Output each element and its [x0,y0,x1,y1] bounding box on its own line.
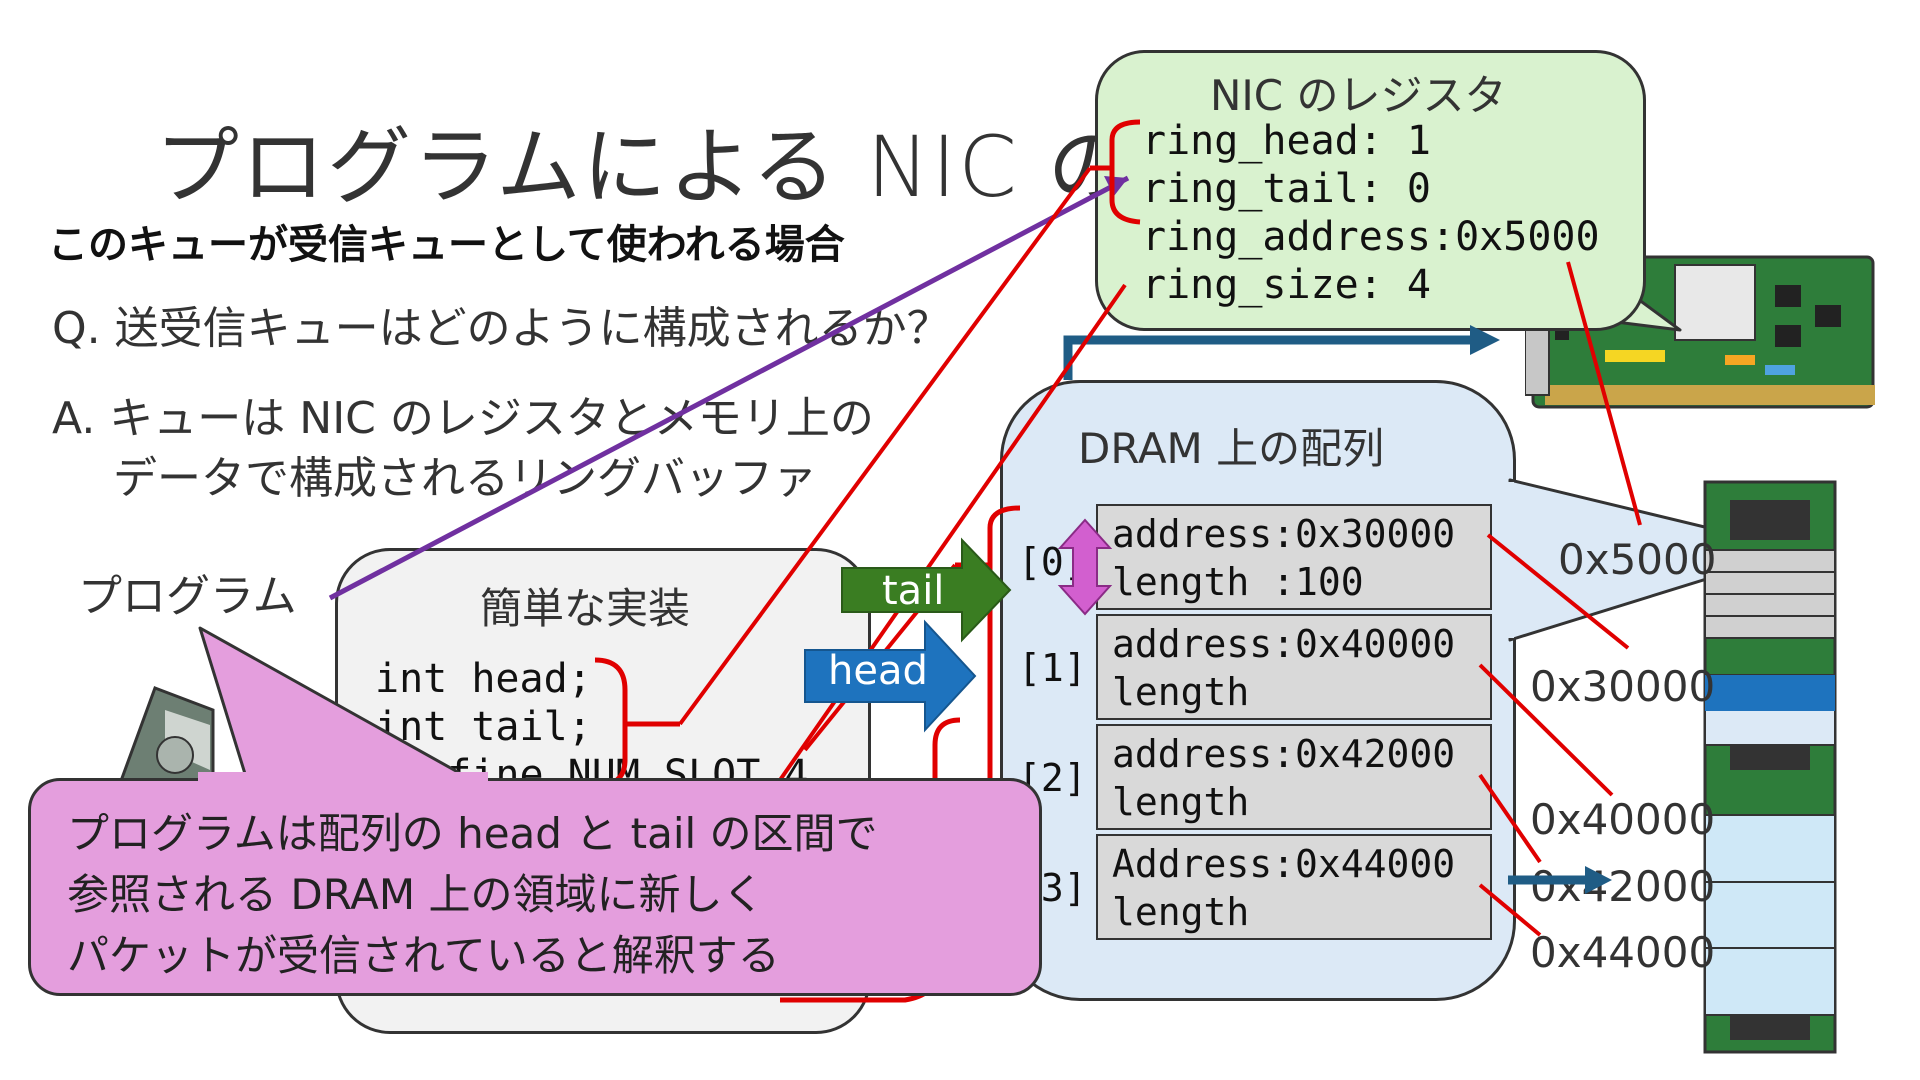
tail-arrow-label: tail [882,568,945,614]
dram-nic-connector [1063,335,1480,380]
mem-addr-42000: 0x42000 [1530,862,1716,911]
dram-slot-0: address:0x30000 length :100 [1096,504,1492,610]
register-ring-size: ring_size: 4 [1142,262,1431,308]
nic-box-title: NIC のレジスタ [1210,71,1507,120]
answer-line1: A. キューは NIC のレジスタとメモリ上の [52,393,874,444]
dram-slot-3: Address:0x44000 length [1096,834,1492,940]
mem-addr-44000: 0x44000 [1530,928,1716,977]
slide-title: プログラムによる NIC の [155,118,1134,216]
slot-3-address: Address:0x44000 [1112,842,1456,886]
callout-tail-cover [198,772,488,784]
code-box-title: 簡単な実装 [480,584,691,633]
tail-arrow [841,537,1012,643]
register-ring-head: ring_head: 1 [1142,118,1431,164]
slot0-addr-line [1486,533,1630,650]
head-arrow [804,619,977,733]
code-to-register-line [678,166,1092,726]
dram-bubble-tail [1500,478,1802,642]
callout-line1: プログラムは配列の head と tail の区間で [67,809,878,858]
slot-3-length: length [1112,890,1250,934]
slide-subtitle: このキューが受信キューとして使われる場合 [48,222,845,268]
program-label: プログラム [78,571,297,622]
register-brace [1109,119,1141,225]
head-arrow-label: head [828,648,928,694]
slot-0-length: length :100 [1112,560,1364,604]
mem-addr-30000: 0x30000 [1530,662,1716,711]
slot-2-length: length [1112,780,1250,824]
program-to-register-line [328,175,1130,601]
dram-slot-1: address:0x40000 length [1096,614,1492,720]
code-line-head: int head; [375,656,592,702]
question-text: Q. 送受信キューはどのように構成されるか？ [52,303,951,354]
callout-line2: 参照される DRAM 上の領域に新しく [67,870,765,919]
code-brace [594,657,628,789]
memory-module-image [1703,480,1837,1054]
slot-1-length: length [1112,670,1250,714]
mem-addr-40000: 0x40000 [1530,795,1716,844]
dram-slot-2: address:0x42000 length [1096,724,1492,830]
dram-box-title: DRAM 上の配列 [1078,424,1385,473]
slot-2-address: address:0x42000 [1112,732,1456,776]
address-to-memory-line [1566,261,1642,526]
double-arrow-icon [1057,518,1113,616]
mem-addr-5000: 0x5000 [1558,535,1717,584]
register-ring-tail: ring_tail: 0 [1142,166,1431,212]
memory-connector-arrowhead [1585,866,1612,894]
slot1-addr-line [1478,663,1614,797]
nic-register-bubble [1095,50,1646,331]
slot-index-1: [1] [1018,646,1087,690]
slot-1-address: address:0x40000 [1112,622,1456,666]
register-ring-address: ring_address:0x5000 [1142,214,1600,260]
slot2-addr-line [1478,773,1542,864]
slot3-addr-line [1478,883,1542,937]
slot-0-address: address:0x30000 [1112,512,1456,556]
connector-arrowhead [1470,325,1500,355]
callout-line3: パケットが受信されていると解釈する [67,931,780,980]
explanation-callout: プログラムは配列の head と tail の区間で 参照される DRAM 上の… [28,778,1042,996]
answer-line2: データで構成されるリングバッファ [113,453,817,504]
